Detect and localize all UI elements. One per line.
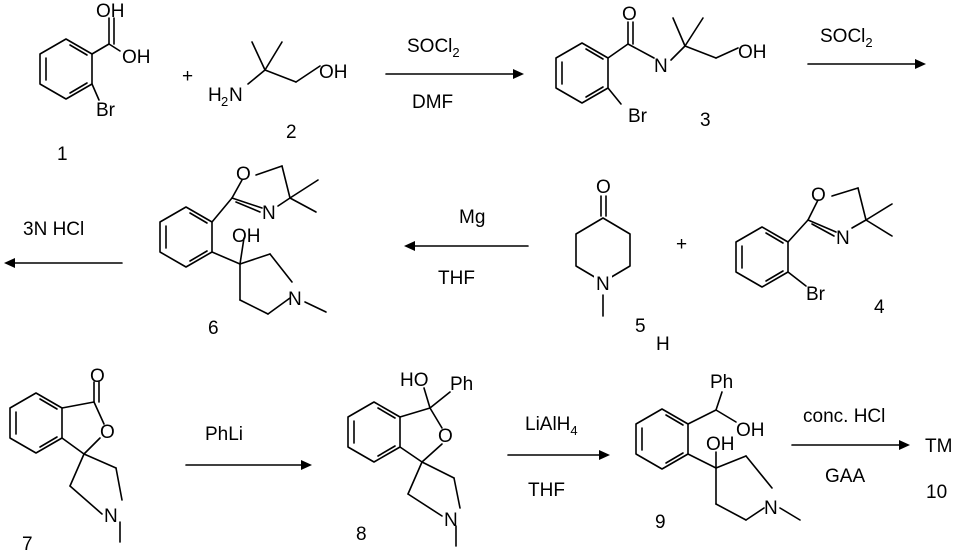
compound-9-number: 9 (655, 512, 666, 533)
compound-7-o-label: O (90, 366, 105, 387)
reagent-3-top: 3N HCl (23, 219, 84, 240)
amine-h2-sub: 2 (221, 94, 228, 109)
compound-1-br-label: Br (96, 100, 116, 121)
compound-4-number: 4 (874, 297, 885, 318)
compound-2-number: 2 (286, 122, 297, 143)
compound-7-n-label: N (104, 506, 118, 527)
reaction-arrow-5 (185, 460, 312, 470)
amine-n-label: N (229, 85, 243, 106)
compound-1-number: 1 (57, 144, 68, 165)
compound-9-structure (635, 391, 801, 521)
reagent-5-top: PhLi (205, 424, 243, 445)
reagent-1-bottom: DMF (412, 92, 453, 113)
plus-sign-2: + (676, 234, 687, 255)
compound-9-oh2-label: OH (706, 434, 735, 455)
compound-8-ph-label: Ph (450, 374, 473, 395)
compound-8-structure (347, 387, 461, 547)
reagent-4-bottom: THF (438, 268, 475, 289)
compound-7-number: 7 (22, 534, 33, 555)
plus-sign-1: + (182, 66, 193, 87)
compound-6-n2-label: N (288, 289, 302, 310)
reaction-arrow-2 (807, 59, 926, 69)
compound-3-o-label: O (622, 4, 637, 25)
compound-6-oh-label: OH (232, 226, 261, 247)
compound-4-structure (735, 187, 893, 288)
compound-6-number: 6 (208, 318, 219, 339)
compound-5-h-label: H (656, 334, 670, 355)
compound-6-o-label: O (236, 164, 251, 185)
amine-oh-label: OH (319, 62, 348, 83)
reagent-6-top: LiAlH4 (525, 414, 578, 438)
reaction-arrow-4 (404, 241, 529, 251)
compound-3-number: 3 (700, 110, 711, 131)
reagent-6-bottom: THF (528, 480, 565, 501)
reagent-7-top: conc. HCl (803, 406, 885, 427)
compound-5-structure (575, 195, 631, 317)
compound-7-o2-label: O (100, 422, 115, 443)
compound-6-n-label: N (262, 203, 276, 224)
reagent-4-top: Mg (459, 207, 485, 228)
compound-9-n-label: N (764, 498, 778, 519)
compound-5-o-label: O (596, 177, 611, 198)
target-molecule-label: TM (925, 436, 952, 457)
compound-8-number: 8 (356, 524, 367, 545)
compound-3-n-label: N (654, 56, 668, 77)
compound-9-oh-label: OH (736, 420, 765, 441)
reaction-arrow-7 (791, 440, 910, 450)
compound-4-o-label: O (811, 185, 826, 206)
compound-1-o-label: OH (96, 1, 125, 22)
compound-1-structure (39, 17, 121, 101)
compound-9-ph-label: Ph (710, 372, 733, 393)
reagent-2-top: SOCl2 (820, 26, 873, 50)
reaction-arrow-1 (385, 69, 524, 79)
compound-4-n-label: N (836, 228, 850, 249)
compound-8-n-label: N (444, 510, 458, 531)
compound-8-o-label: O (438, 426, 453, 447)
reaction-arrow-6 (507, 450, 610, 460)
compound-3-br-label: Br (628, 106, 648, 127)
reagent-7-bottom: GAA (825, 466, 865, 487)
reaction-arrow-3 (4, 258, 123, 268)
amine-h-label: H (208, 85, 222, 106)
compound-3-oh-label: OH (738, 42, 767, 63)
compound-8-ho-label: HO (400, 370, 429, 391)
reagent-1-top: SOCl2 (407, 36, 460, 60)
compound-4-br-label: Br (806, 284, 826, 305)
compound-10-number: 10 (926, 482, 947, 503)
compound-6-structure (159, 165, 327, 315)
compound-5-number: 5 (635, 316, 646, 337)
compound-5-n-label: N (596, 274, 610, 295)
compound-3-structure (555, 17, 739, 105)
compound-1-oh-label: OH (122, 47, 151, 68)
compound-7-structure (9, 381, 123, 543)
compound-2-structure (247, 41, 321, 85)
